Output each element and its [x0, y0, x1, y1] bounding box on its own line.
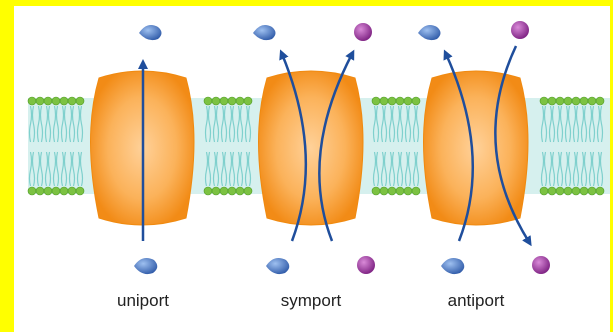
symport-label: symport	[251, 291, 371, 311]
lipid-head	[60, 187, 68, 195]
lipid-head	[548, 187, 556, 195]
lipid-head	[212, 97, 220, 105]
lipid-head	[36, 187, 44, 195]
uniport-transporter	[91, 25, 195, 274]
lipid-head	[564, 97, 572, 105]
lipid-head	[244, 97, 252, 105]
lipid-head	[76, 187, 84, 195]
symport-top-blue-molecule-icon	[253, 25, 276, 40]
lipid-head	[372, 97, 380, 105]
lipid-head	[220, 187, 228, 195]
lipid-head	[228, 97, 236, 105]
lipid-head	[28, 97, 36, 105]
lipid-head	[60, 97, 68, 105]
lipid-head	[404, 97, 412, 105]
lipid-head	[564, 187, 572, 195]
lipid-head	[588, 187, 596, 195]
lipid-head	[228, 187, 236, 195]
lipid-head	[556, 97, 564, 105]
antiport-top-purple-molecule-icon	[511, 21, 529, 39]
lipid-head	[244, 187, 252, 195]
lipid-head	[572, 187, 580, 195]
uniport-bottom-molecule-icon	[134, 258, 157, 274]
symport-transporter	[253, 23, 375, 274]
diagram-panel: uniport symport antiport	[14, 6, 610, 332]
lipid-head	[396, 187, 404, 195]
uniport-top-molecule-icon	[139, 25, 162, 40]
lipid-head	[412, 187, 420, 195]
lipid-head	[52, 97, 60, 105]
lipid-head	[68, 187, 76, 195]
lipid-head	[388, 187, 396, 195]
lipid-head	[76, 97, 84, 105]
antiport-bottom-purple-molecule-icon	[532, 256, 550, 274]
lipid-head	[412, 97, 420, 105]
lipid-head	[580, 187, 588, 195]
symport-bottom-blue-molecule-icon	[266, 258, 289, 274]
lipid-head	[380, 187, 388, 195]
lipid-head	[556, 187, 564, 195]
lipid-head	[380, 97, 388, 105]
lipid-head	[388, 97, 396, 105]
lipid-head	[540, 187, 548, 195]
antiport-label: antiport	[416, 291, 536, 311]
lipid-head	[596, 97, 604, 105]
symport-bottom-purple-molecule-icon	[357, 256, 375, 274]
lipid-head	[212, 187, 220, 195]
antiport-bottom-blue-molecule-icon	[441, 258, 464, 274]
lipid-head	[372, 187, 380, 195]
lipid-head	[204, 187, 212, 195]
lipid-head	[220, 97, 228, 105]
lipid-head	[52, 187, 60, 195]
lipid-head	[204, 97, 212, 105]
uniport-label: uniport	[83, 291, 203, 311]
lipid-head	[36, 97, 44, 105]
lipid-head	[236, 97, 244, 105]
lipid-head	[236, 187, 244, 195]
lipid-head	[68, 97, 76, 105]
lipid-head	[588, 97, 596, 105]
antiport-protein-icon	[424, 71, 529, 225]
lipid-head	[548, 97, 556, 105]
lipid-head	[596, 187, 604, 195]
lipid-head	[44, 187, 52, 195]
lipid-head	[404, 187, 412, 195]
antiport-top-blue-molecule-icon	[418, 25, 441, 40]
symport-protein-icon	[259, 71, 364, 225]
lipid-head	[580, 97, 588, 105]
membrane-transport-diagram	[14, 6, 610, 332]
lipid-head	[28, 187, 36, 195]
lipid-head	[572, 97, 580, 105]
lipid-head	[396, 97, 404, 105]
lipid-head	[540, 97, 548, 105]
lipid-head	[44, 97, 52, 105]
symport-top-purple-molecule-icon	[354, 23, 372, 41]
